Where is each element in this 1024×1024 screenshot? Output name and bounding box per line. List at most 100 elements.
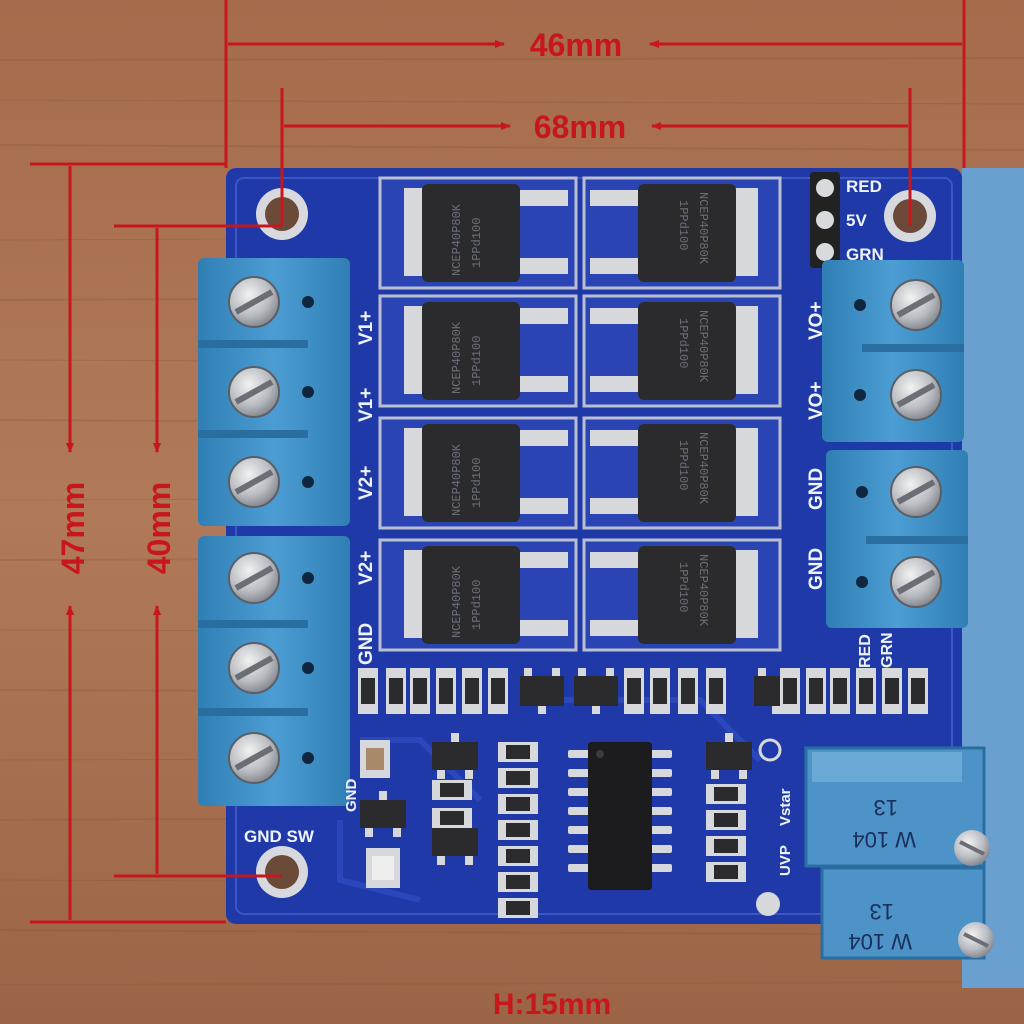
mosfet-marking: 1PPd100 [470, 458, 484, 508]
smd-component [830, 668, 850, 714]
dim-width-top: 46mm [530, 27, 623, 63]
dim-thickness: H:15mm [493, 988, 611, 1021]
transistor [432, 733, 478, 779]
resistor [498, 794, 538, 814]
smd-component [650, 668, 670, 714]
dim-height-outer: 47mm [55, 482, 91, 575]
label-v2-plus-2: V2+ [356, 551, 377, 585]
mosfet-marking: NCEP40P80K [450, 443, 464, 516]
smd-component [410, 668, 430, 714]
smd-component [856, 668, 876, 714]
terminal-screw [890, 279, 942, 331]
smd-component [806, 668, 826, 714]
label-gnd-sw: GND SW [244, 827, 315, 846]
mosfet: NCEP40P80K 1PPd100 [582, 294, 782, 408]
terminal-screw [890, 556, 942, 608]
mounting-hole [256, 846, 308, 898]
label-v1-plus-2: V1+ [356, 388, 377, 422]
label-vo-plus-2: VO+ [806, 381, 827, 420]
mosfet-marking: 1PPd100 [676, 200, 690, 250]
smd-component [624, 668, 644, 714]
smd-component [706, 668, 726, 714]
lower-components [360, 733, 782, 918]
label-vo-plus-1: VO+ [806, 301, 827, 340]
terminal-screw [228, 642, 280, 694]
trimmer-2-code: 13 [870, 899, 894, 924]
mosfet-marking: 1PPd100 [470, 336, 484, 386]
terminal-screw [228, 456, 280, 508]
trimmer-pot-2 [820, 866, 994, 960]
resistor [498, 742, 538, 762]
terminal-screw [228, 552, 280, 604]
terminal-screw [890, 369, 942, 421]
header-label-5v: 5V [846, 211, 867, 230]
transistor [706, 733, 752, 779]
mosfet-marking: 1PPd100 [676, 318, 690, 368]
label-vstart: Vstar [777, 788, 794, 826]
led-label-grn: GRN [879, 632, 896, 668]
capacitor [360, 740, 390, 778]
smd-component [908, 668, 928, 714]
ic-chip [568, 742, 672, 890]
mosfet-marking: NCEP40P80K [450, 203, 464, 276]
mosfet-marking: 1PPd100 [470, 580, 484, 630]
smd-component [678, 668, 698, 714]
terminal-screw [228, 276, 280, 328]
resistor [706, 836, 746, 856]
label-gnd-right-1: GND [806, 468, 827, 510]
trimmer-1-value: W 104 [852, 827, 916, 852]
terminal-screw [228, 366, 280, 418]
label-gnd-bottom: GND [343, 779, 360, 813]
pin-header [810, 172, 840, 268]
resistor [498, 820, 538, 840]
label-uvp: UVP [777, 845, 794, 876]
smd-component [386, 668, 406, 714]
mosfet: NCEP40P80K 1PPd100 [582, 176, 782, 290]
resistor [498, 846, 538, 866]
mosfet: NCEP40P80K 1PPd100 [378, 538, 578, 652]
transistor [432, 819, 478, 865]
resistor [498, 768, 538, 788]
mosfet: NCEP40P80K 1PPd100 [582, 416, 782, 530]
header-label-grn: GRN [846, 245, 884, 264]
mosfet-marking: NCEP40P80K [696, 554, 710, 627]
label-v1-plus-1: V1+ [356, 311, 377, 345]
dimension-lines [30, 0, 966, 924]
led [366, 848, 400, 888]
mosfet: NCEP40P80K 1PPd100 [378, 416, 578, 530]
mosfet: NCEP40P80K 1PPd100 [378, 294, 578, 408]
trimmer-2-value: W 104 [848, 929, 912, 954]
mosfet-marking: NCEP40P80K [450, 321, 464, 394]
fiducial [756, 738, 782, 916]
label-gnd-right-2: GND [806, 548, 827, 590]
mosfet-marking: NCEP40P80K [450, 565, 464, 638]
right-terminal-block-top [822, 260, 964, 442]
mosfet-marking: 1PPd100 [676, 440, 690, 490]
smd-component [436, 668, 456, 714]
resistor [432, 780, 472, 800]
smd-component [358, 668, 378, 714]
trimmer-pot-1 [804, 746, 990, 868]
resistor [706, 784, 746, 804]
smd-component-row [358, 668, 928, 714]
resistor [706, 810, 746, 830]
resistor [498, 898, 538, 918]
smd-component [462, 668, 482, 714]
smd-component [882, 668, 902, 714]
resistor [498, 872, 538, 892]
smd-component [574, 668, 618, 714]
smd-component [780, 668, 800, 714]
mosfet: NCEP40P80K 1PPd100 [582, 538, 782, 652]
smd-component [488, 668, 508, 714]
mosfet-marking: 1PPd100 [676, 562, 690, 612]
terminal-screw [228, 732, 280, 784]
header-label-red: RED [846, 177, 882, 196]
mosfet-marking: NCEP40P80K [696, 192, 710, 265]
terminal-screw [890, 466, 942, 518]
smd-component [520, 668, 564, 714]
mosfet-marking: NCEP40P80K [696, 310, 710, 383]
mosfet-marking: NCEP40P80K [696, 432, 710, 505]
